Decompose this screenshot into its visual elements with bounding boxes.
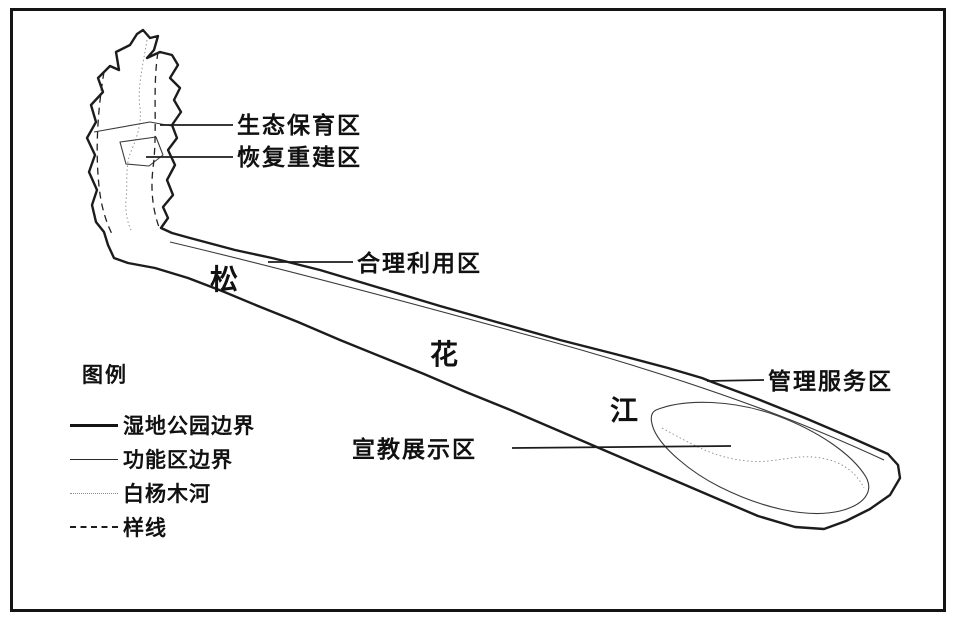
legend-item-park-boundary: 湿地公园边界	[70, 408, 310, 442]
management-zone-leader-line	[706, 379, 765, 382]
legend-item-baiyangmu-river: 白杨木河	[70, 476, 310, 510]
legend-label-park-boundary: 湿地公园边界	[123, 415, 255, 438]
river-name-char-hua: 花	[430, 339, 459, 370]
legend-label-functional-boundary: 功能区边界	[123, 449, 233, 472]
baiyangmu-river-line	[125, 39, 148, 233]
legend-label-baiyangmu-river: 白杨木河	[123, 483, 211, 506]
legend-item-functional-boundary: 功能区边界	[70, 442, 310, 476]
restoration-zone-boundary	[119, 136, 164, 167]
education-zone-island-boundary	[650, 401, 870, 514]
label-rational-utilization-zone: 合理利用区	[357, 250, 482, 276]
legend-title: 图例	[82, 364, 128, 387]
baiyangmu-river-line-sample	[70, 492, 118, 494]
label-education-display-zone: 宣教展示区	[352, 436, 477, 462]
river-name-char-jiang: 江	[610, 395, 639, 426]
functional-zone-boundary-line	[169, 241, 885, 461]
map-border-frame	[10, 8, 946, 612]
label-ecological-conservation-zone: 生态保育区	[237, 112, 362, 138]
transect-line-right	[151, 51, 161, 231]
legend-label-transect: 样线	[123, 517, 167, 540]
lobe-zone-divider-line	[93, 121, 173, 133]
transect-line-sample	[70, 526, 118, 528]
island-river-line	[661, 427, 865, 489]
label-management-service-zone: 管理服务区	[768, 368, 893, 394]
functional-boundary-line-sample	[70, 458, 118, 460]
park-boundary-line-sample	[70, 423, 118, 427]
label-restoration-reconstruction-zone: 恢复重建区	[237, 144, 362, 170]
transect-line-left	[96, 71, 113, 235]
legend-item-transect: 样线	[70, 510, 310, 544]
education-zone-leader-line	[511, 445, 732, 449]
wetland-park-boundary-outline	[85, 28, 902, 531]
legend: 图例 湿地公园边界 功能区边界 白杨木河 样线	[70, 364, 310, 544]
river-name-char-song: 松	[210, 264, 239, 295]
